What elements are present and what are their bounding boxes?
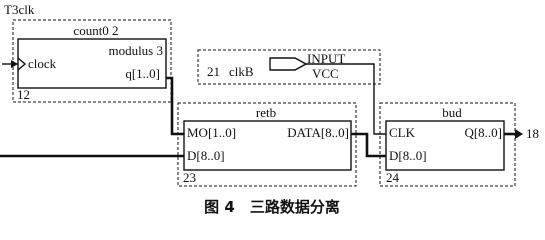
bud-dashed-frame (379, 102, 516, 187)
t3clk-id: 12 (17, 87, 30, 102)
retb-id: 23 (183, 170, 196, 185)
t3clk-symbol-box (17, 38, 167, 89)
t3clk-port-modulus: modulus 3 (108, 43, 163, 58)
t3clk-port-q: q[1..0] (125, 66, 160, 81)
clkb-id: 21 (207, 64, 220, 79)
bud-port-d: D[8..0] (389, 148, 427, 163)
bud-port-clk: CLK (389, 125, 416, 140)
clkb-input-block: INPUT VCC 21 clkB (197, 49, 381, 85)
q-to-mo-bus (166, 76, 184, 136)
t3clk-title: T3clk (4, 2, 35, 17)
retb-port-mo: MO[1..0] (187, 125, 236, 140)
retb-port-data: DATA[8..0] (287, 125, 349, 140)
retb-module: retb MO[1..0] D[8..0] DATA[8..0] 23 (177, 102, 357, 187)
bud-module: bud CLK D[8..0] Q[8..0] 24 (379, 102, 516, 187)
retb-dashed-frame (177, 102, 357, 187)
circuit-diagram: T3clk count0 2 clock modulus 3 q[1..0] 1… (0, 2, 539, 216)
clock-edge-icon (17, 57, 27, 71)
clkb-to-clk-wire (362, 63, 386, 135)
input-pin-icon (269, 57, 308, 71)
clkb-dashed-frame (197, 49, 381, 85)
retb-title: retb (256, 105, 276, 120)
figure-caption: 图 4 三路数据分离 (204, 198, 340, 216)
t3clk-module: T3clk count0 2 clock modulus 3 q[1..0] 1… (4, 2, 172, 103)
output-arrow-icon (515, 129, 523, 139)
clock-input-arrow-icon (11, 60, 18, 68)
bud-port-q: Q[8..0] (464, 125, 502, 140)
bud-id: 24 (386, 170, 400, 185)
clkb-name: clkB (229, 64, 254, 79)
bud-title: bud (442, 105, 462, 120)
retb-port-d: D[8..0] (187, 148, 225, 163)
bud-symbol-box (385, 120, 505, 171)
t3clk-subtitle: count0 2 (73, 23, 118, 38)
t3clk-port-clock: clock (28, 56, 57, 71)
clkb-input-label: INPUT (307, 51, 345, 66)
clkb-vcc-label: VCC (312, 66, 339, 81)
output-label: 18 (526, 126, 539, 141)
data-to-bud-bus (351, 132, 386, 158)
retb-symbol-box (183, 120, 352, 171)
